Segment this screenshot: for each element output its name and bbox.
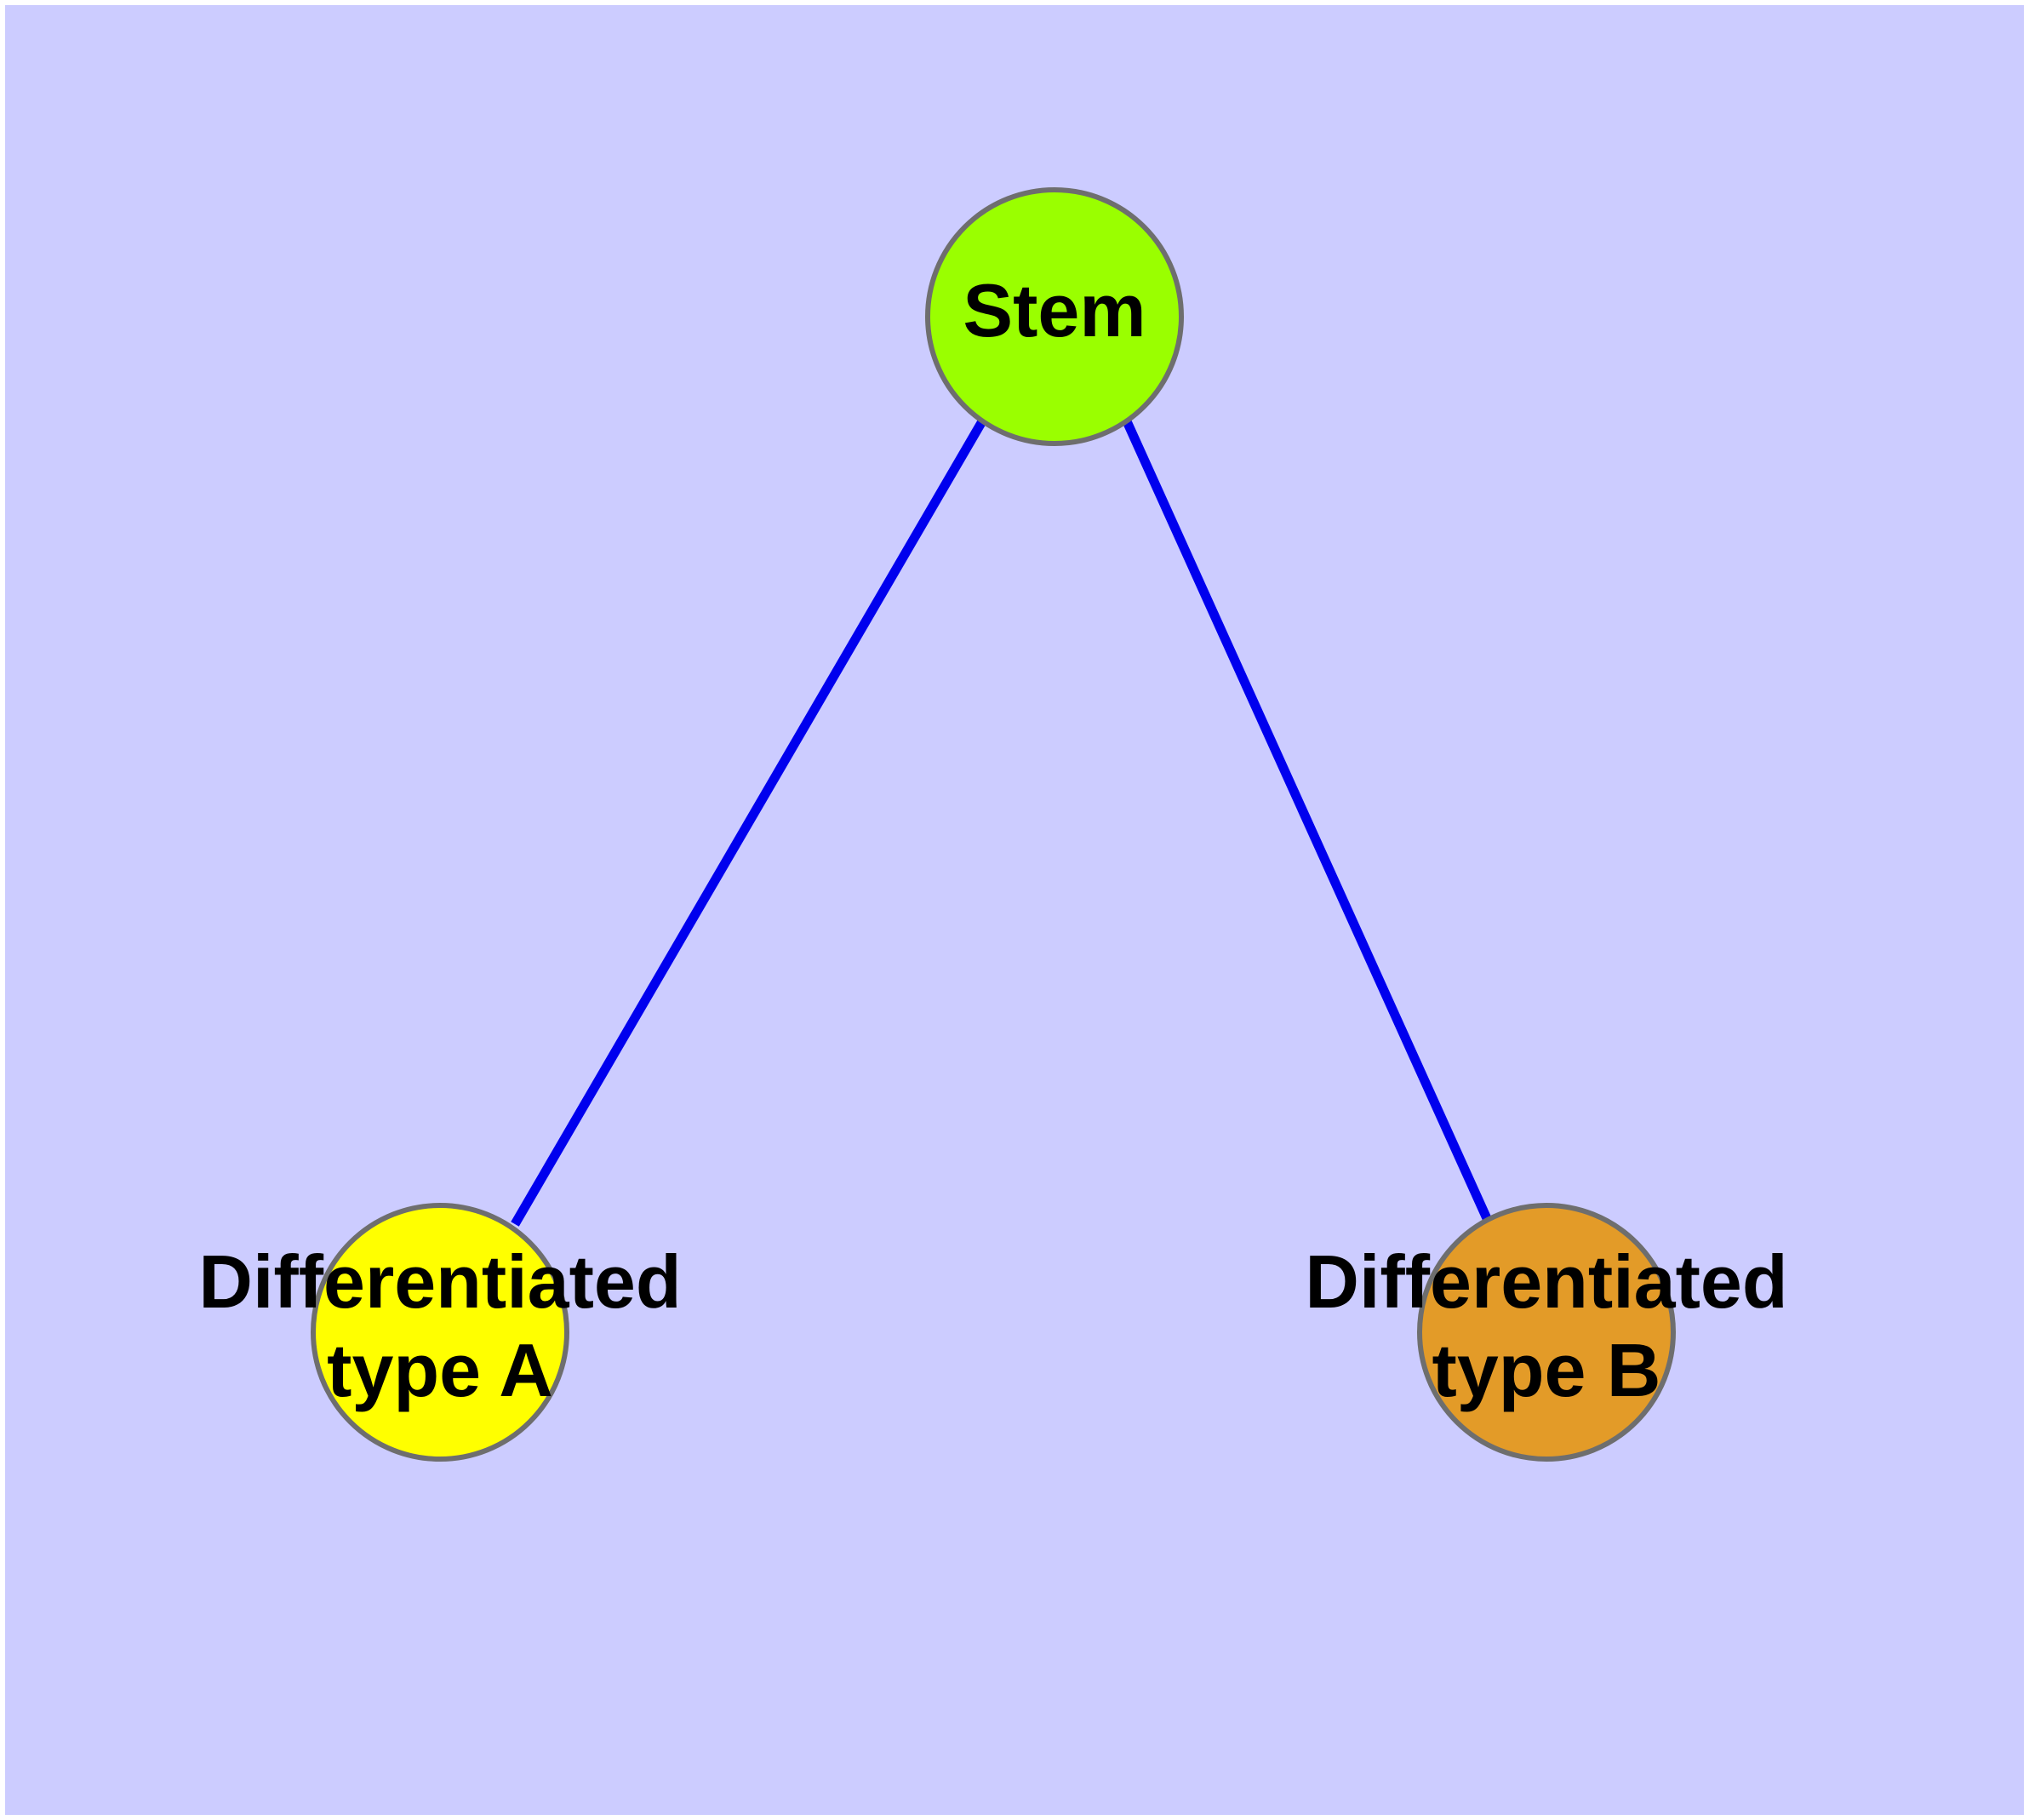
edge-stem-to-differentiated-b [1122, 419, 1495, 1227]
edge-stem-to-differentiated-a [511, 419, 986, 1227]
node-differentiated-type-b[interactable] [1417, 1203, 1676, 1462]
node-layer [311, 187, 1676, 1462]
node-differentiated-type-a[interactable] [311, 1203, 569, 1462]
node-differentiated-type-b-circle[interactable] [1417, 1203, 1676, 1462]
node-stem-circle[interactable] [925, 187, 1184, 446]
node-stem[interactable] [925, 187, 1184, 446]
node-differentiated-type-a-circle[interactable] [311, 1203, 569, 1462]
node-stem-label: Stem [963, 268, 1146, 352]
edge-layer [511, 419, 1495, 1227]
